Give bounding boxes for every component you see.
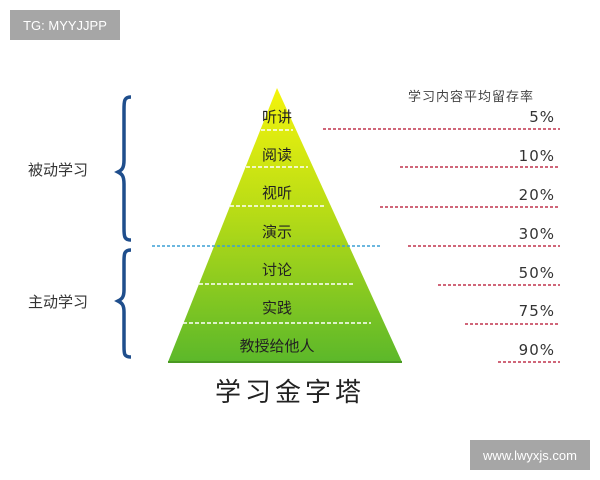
pyramid bbox=[168, 88, 402, 362]
layer-label-reading: 阅读 bbox=[261, 146, 292, 164]
diagram-title: 学习金字塔 bbox=[214, 378, 365, 408]
retention-value-discussion: 50% bbox=[518, 264, 555, 282]
layer-label-practice: 实践 bbox=[261, 299, 292, 317]
layer-label-lecture: 听讲 bbox=[261, 108, 292, 126]
retention-value-audiovisual: 20% bbox=[518, 186, 555, 204]
layer-label-discussion: 讨论 bbox=[261, 261, 292, 279]
retention-value-practice: 75% bbox=[518, 302, 555, 320]
retention-value-teach-others: 90% bbox=[518, 341, 555, 359]
retention-value-demonstration: 30% bbox=[518, 225, 555, 243]
watermark-bottom: www.lwyxjs.com bbox=[470, 440, 590, 470]
retention-value-reading: 10% bbox=[518, 147, 555, 165]
layer-label-demonstration: 演示 bbox=[261, 223, 292, 241]
group-label-passive: 被动学习 bbox=[28, 161, 89, 179]
passive-bracket-icon bbox=[114, 95, 132, 242]
group-label-active: 主动学习 bbox=[28, 293, 89, 311]
active-bracket-icon bbox=[114, 248, 132, 359]
retention-lines bbox=[323, 128, 560, 363]
retention-header: 学习内容平均留存率 bbox=[408, 90, 535, 105]
watermark-top: TG: MYYJJPP bbox=[10, 10, 120, 40]
layer-label-audiovisual: 视听 bbox=[261, 184, 292, 202]
layer-dividers bbox=[183, 129, 371, 324]
layer-label-teach-others: 教授给他人 bbox=[239, 337, 315, 355]
retention-value-lecture: 5% bbox=[529, 108, 555, 126]
